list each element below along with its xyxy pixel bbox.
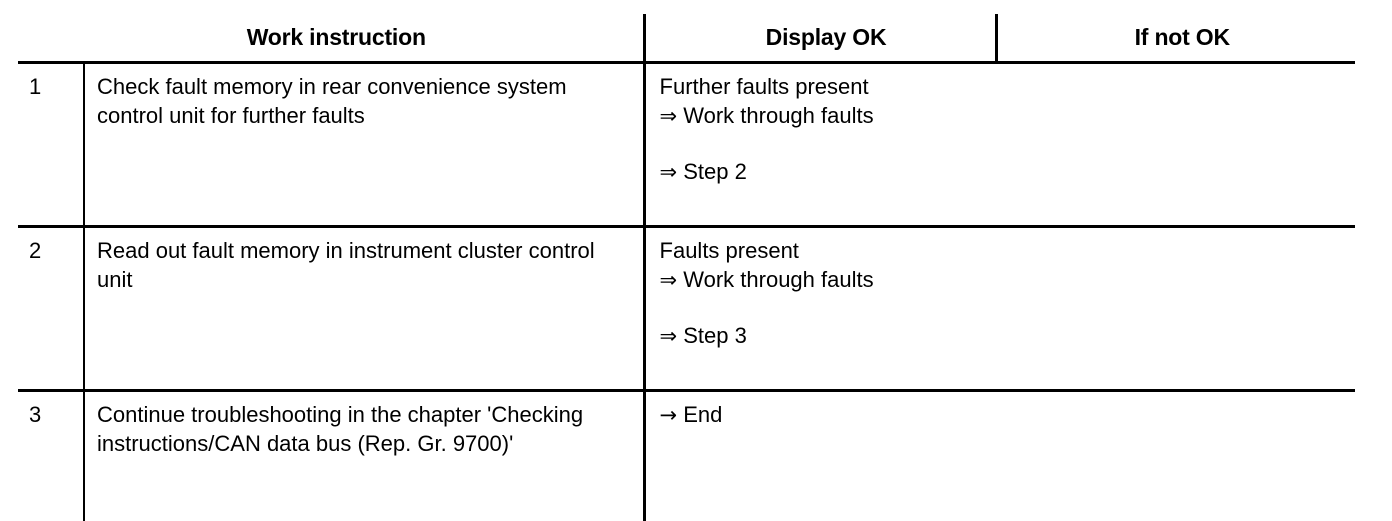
step-number: 1 [29,74,41,99]
step-number: 2 [29,238,41,263]
document-page: Work instruction Display OK If not OK 1 … [0,0,1392,500]
column-header-work-instruction: Work instruction [18,14,644,63]
display-ok-line-2-text: End [683,402,722,427]
display-ok-line-1: Faults present [660,236,1346,265]
table-header-row: Work instruction Display OK If not OK [18,14,1355,63]
table-row: 2 Read out fault memory in instrument cl… [18,227,1355,391]
step-number-cell: 2 [18,227,84,391]
work-instruction-cell: Read out fault memory in instrument clus… [84,227,644,391]
work-instruction-table: Work instruction Display OK If not OK 1 … [18,14,1355,521]
spacer [660,131,1346,157]
display-ok-cell: → End [644,391,1355,521]
display-ok-line-2-text: Work through faults [683,103,873,128]
column-header-display-ok: Display OK [644,14,996,63]
display-ok-line-2: ⇒ Work through faults [660,265,1346,295]
display-ok-cell: Further faults present ⇒ Work through fa… [644,63,1355,227]
spacer [660,295,1346,321]
step-number-cell: 3 [18,391,84,521]
work-instruction-cell: Check fault memory in rear convenience s… [84,63,644,227]
display-ok-line-2-text: Work through faults [683,267,873,292]
double-arrow-icon: ⇒ [660,268,678,292]
table-row: 3 Continue troubleshooting in the chapte… [18,391,1355,521]
display-ok-line-2: → End [660,400,1346,430]
double-arrow-icon: ⇒ [660,104,678,128]
display-ok-line-3: ⇒ Step 2 [660,157,1346,187]
display-ok-cell: Faults present ⇒ Work through faults ⇒ S… [644,227,1355,391]
double-arrow-icon: ⇒ [660,160,678,184]
display-ok-line-2: ⇒ Work through faults [660,101,1346,131]
step-number-cell: 1 [18,63,84,227]
display-ok-line-3-text: Step 3 [683,323,747,348]
column-header-if-not-ok: If not OK [996,14,1355,63]
step-number: 3 [29,402,41,427]
double-arrow-icon: ⇒ [660,324,678,348]
table-row: 1 Check fault memory in rear convenience… [18,63,1355,227]
display-ok-line-3-text: Step 2 [683,159,747,184]
work-instruction-cell: Continue troubleshooting in the chapter … [84,391,644,521]
display-ok-line-3: ⇒ Step 3 [660,321,1346,351]
display-ok-line-1: Further faults present [660,72,1346,101]
right-arrow-icon: → [660,403,678,427]
